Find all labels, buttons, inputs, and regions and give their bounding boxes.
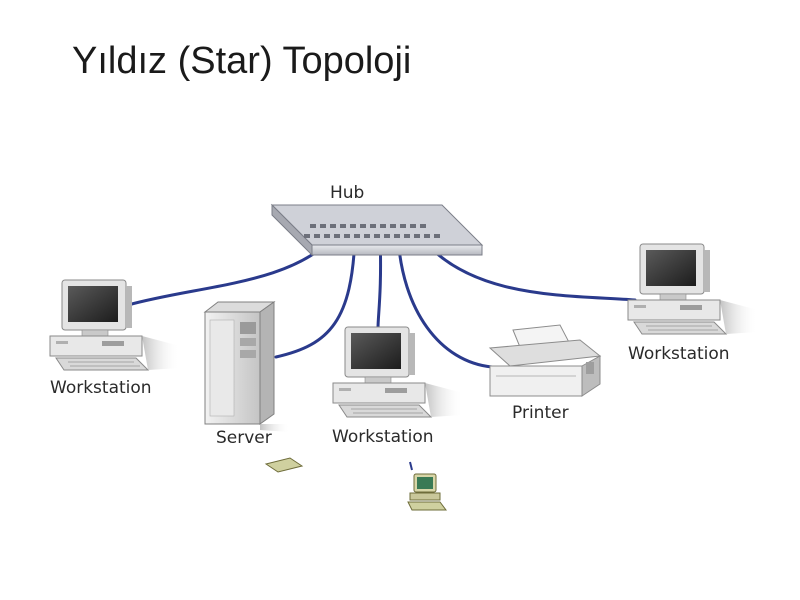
slide-title: Yıldız (Star) Topoloji: [72, 40, 412, 82]
small-computer-partial: [264, 457, 304, 473]
cable-to-right-workstation: [418, 234, 637, 302]
hub-label: Hub: [330, 183, 364, 203]
workstation-right-label: Workstation: [628, 344, 730, 364]
printer-device: [488, 324, 602, 397]
cable-to-printer: [396, 234, 494, 369]
hub-device: [270, 203, 484, 257]
workstation-center-label: Workstation: [332, 427, 434, 447]
server-tower: [203, 301, 290, 432]
server-label: Server: [216, 428, 272, 448]
workstation-left: [49, 279, 181, 371]
small-computer: [407, 473, 447, 511]
workstation-center: [332, 326, 464, 418]
printer-label: Printer: [512, 403, 569, 423]
cable-stub: [409, 461, 413, 471]
workstation-left-label: Workstation: [50, 378, 152, 398]
cable-to-server: [274, 234, 357, 359]
workstation-right: [627, 243, 759, 335]
